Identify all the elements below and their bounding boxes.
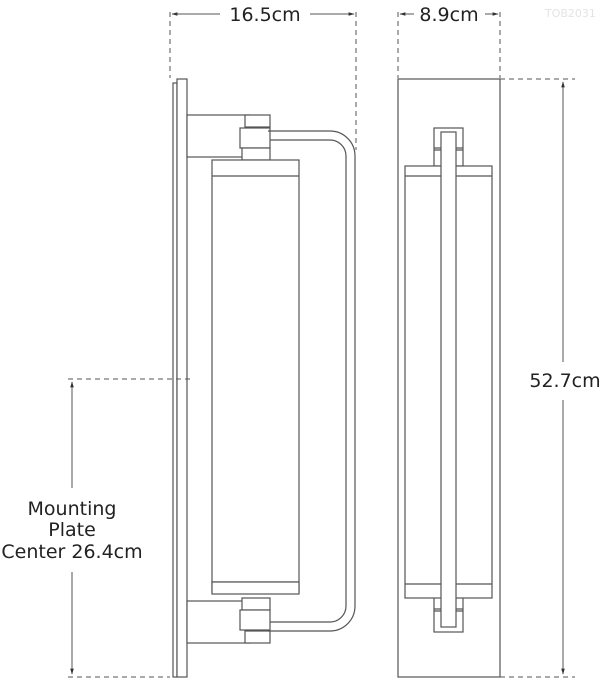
height-label: 52.7cm [529, 370, 600, 392]
side-view [172, 78, 356, 678]
width-label: 8.9cm [419, 4, 478, 26]
mounting-label-line3: Center 26.4cm [1, 541, 142, 563]
mounting-label-line2: Plate [48, 519, 96, 541]
watermark-code: TOB2031 [544, 7, 596, 20]
front-view [397, 78, 501, 678]
height-dimension: 52.7cm [500, 78, 601, 678]
depth-dimension: 16.5cm [169, 4, 357, 150]
mounting-center-dimension: Mounting Plate Center 26.4cm [1, 378, 190, 678]
width-dimension: 8.9cm [397, 4, 501, 78]
mounting-label-line1: Mounting [28, 498, 117, 520]
depth-label: 16.5cm [229, 4, 300, 26]
